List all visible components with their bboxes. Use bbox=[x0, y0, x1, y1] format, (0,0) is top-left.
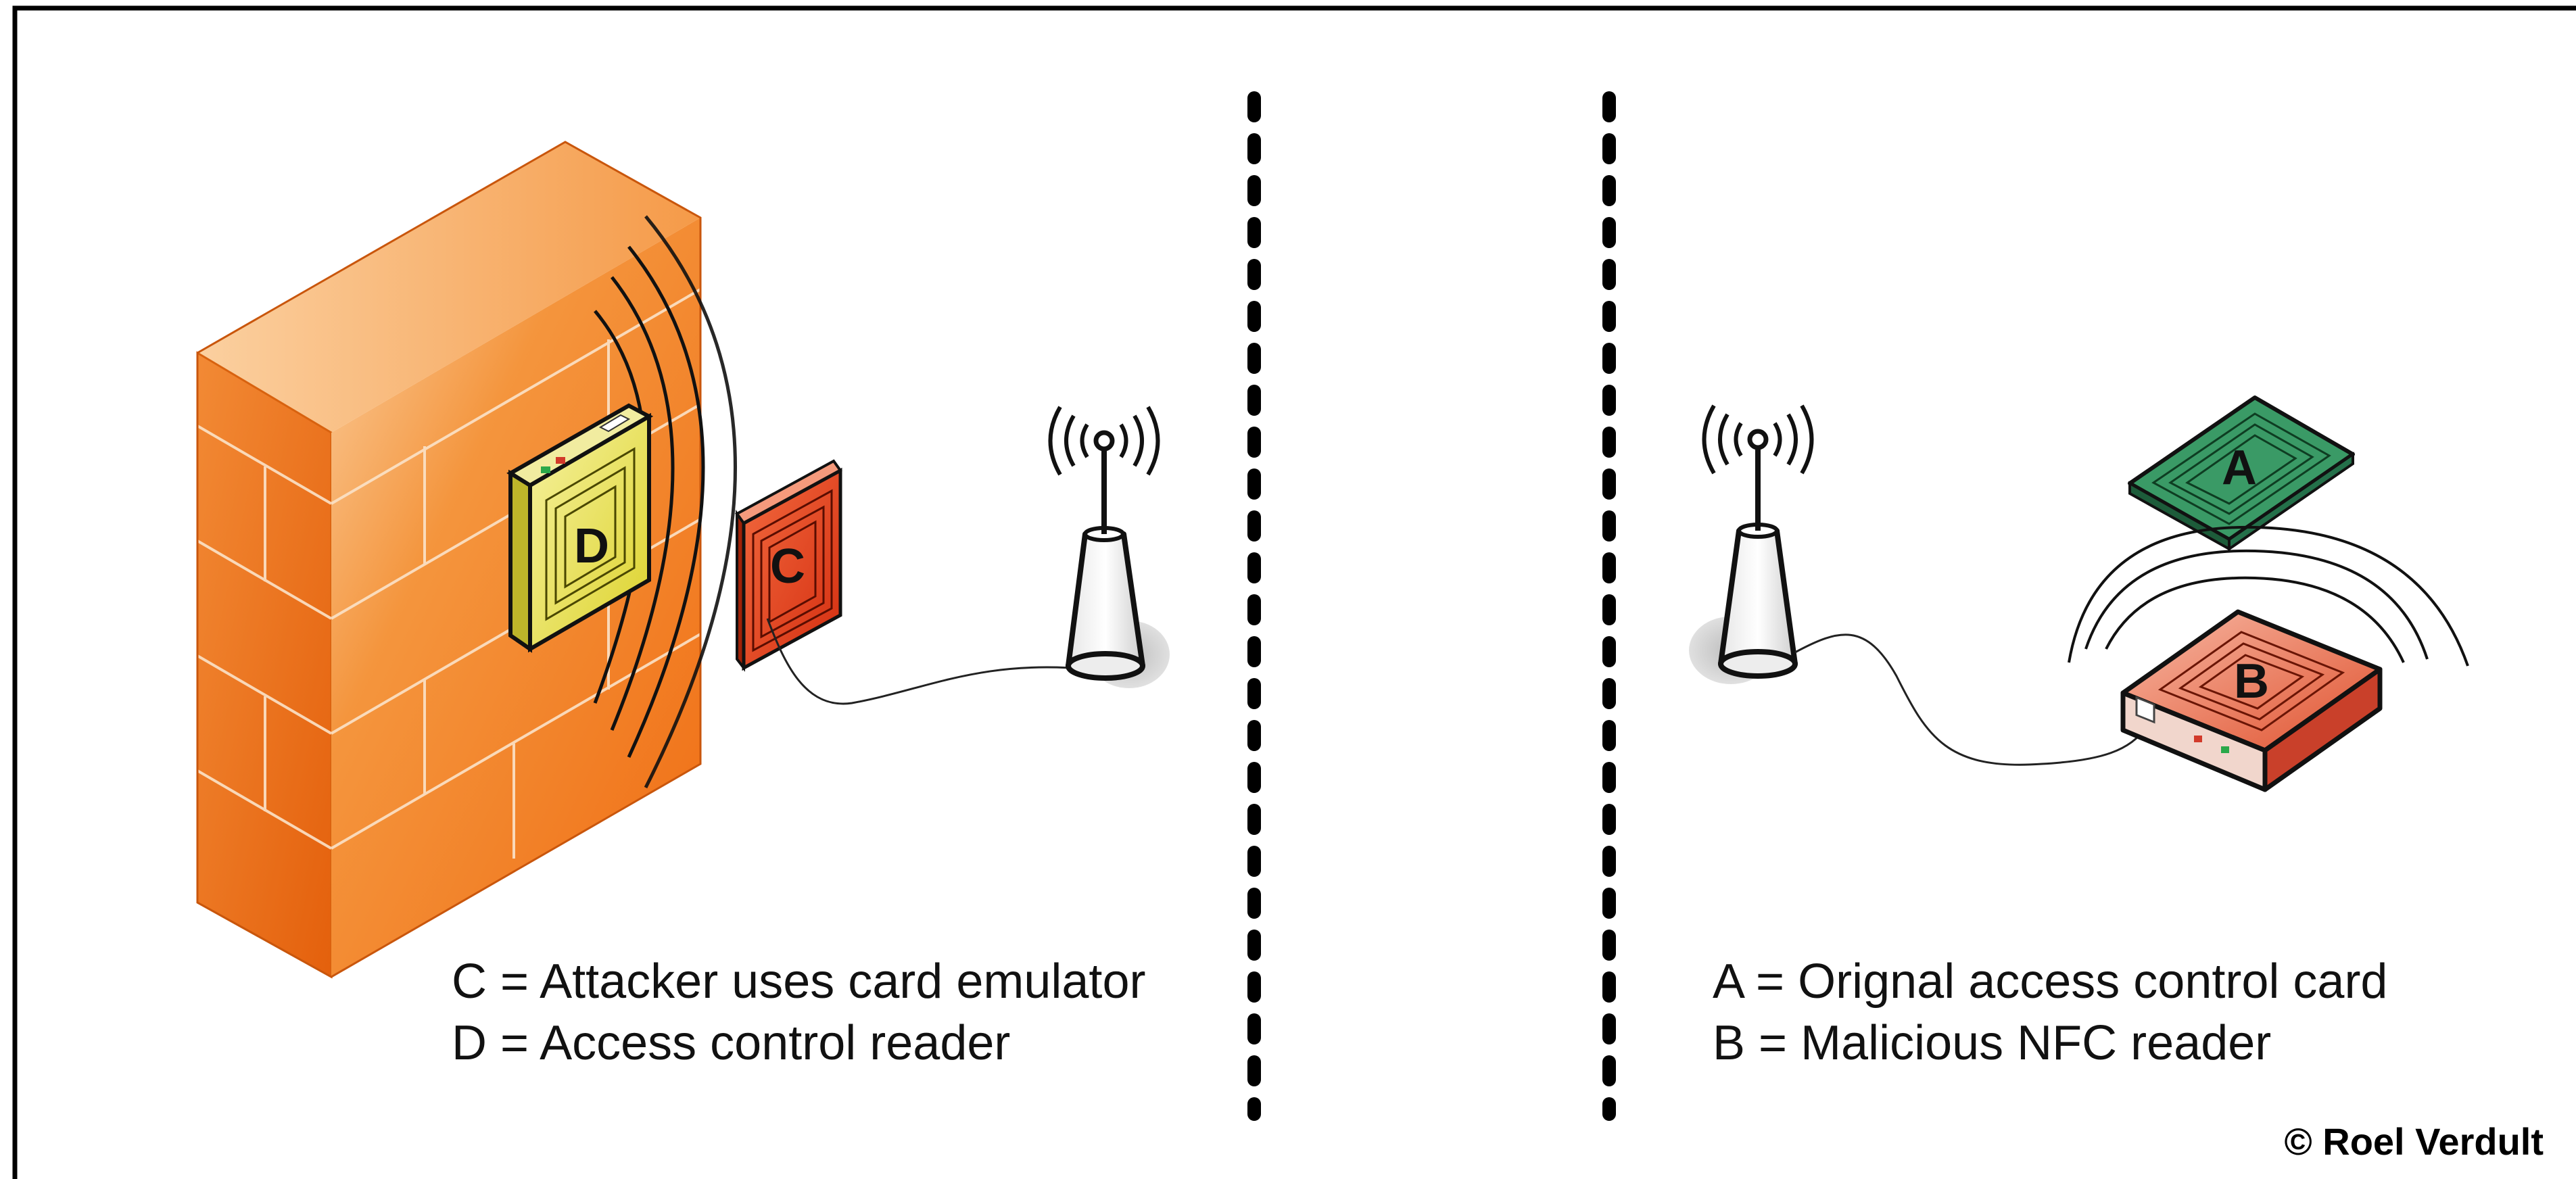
legend-left-line-2: D = Access control reader bbox=[452, 1016, 1010, 1070]
cable-right bbox=[1794, 633, 2148, 766]
antenna-right bbox=[1689, 404, 1814, 684]
antenna-left bbox=[1048, 406, 1170, 688]
label-c: C bbox=[770, 539, 805, 594]
cable-left bbox=[766, 618, 1089, 705]
legend-right-line-1: A = Orignal access control card bbox=[1713, 955, 2387, 1009]
label-b: B bbox=[2234, 654, 2269, 708]
access-control-reader-d: D bbox=[506, 403, 654, 653]
label-a: A bbox=[2222, 441, 2257, 495]
legend-right-line-2: B = Malicious NFC reader bbox=[1713, 1016, 2271, 1070]
brick-wall bbox=[196, 141, 702, 979]
legend-left-line-1: C = Attacker uses card emulator bbox=[452, 955, 1145, 1009]
malicious-nfc-reader-b: B bbox=[2120, 609, 2383, 792]
rf-waves-reader-b bbox=[2068, 525, 2469, 667]
label-d: D bbox=[574, 519, 609, 573]
original-access-card-a: A bbox=[2128, 395, 2355, 552]
copyright-notice: © Roel Verdult bbox=[2284, 1120, 2544, 1163]
